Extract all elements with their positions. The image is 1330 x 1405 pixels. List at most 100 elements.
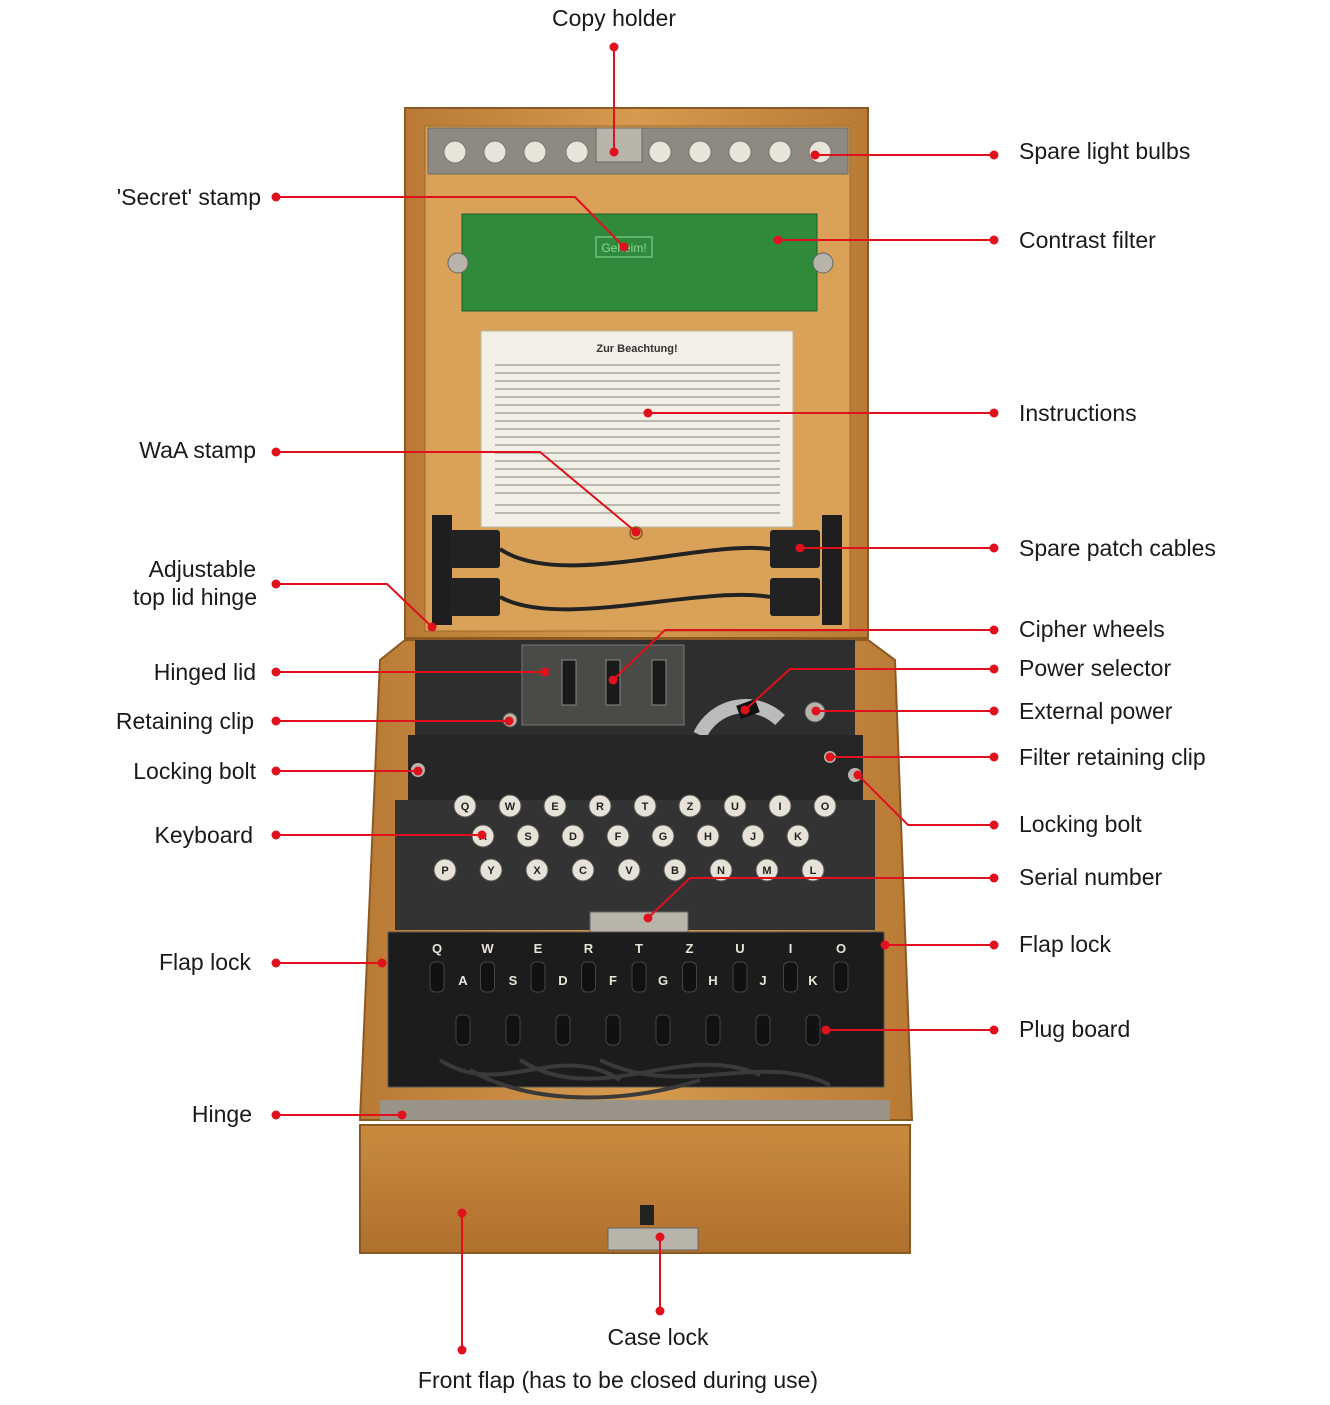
plug-top-o <box>833 961 849 993</box>
plug-label-z: Z <box>686 941 694 956</box>
key-b <box>663 858 687 882</box>
plug-mid-g <box>655 1014 671 1046</box>
instructions-text-lines <box>495 364 780 514</box>
label-locking-bolt-left: Locking bolt <box>133 758 256 784</box>
key-l <box>801 858 825 882</box>
plug-top-e <box>530 961 546 993</box>
key-x <box>525 858 549 882</box>
plug-mid-h <box>705 1014 721 1046</box>
key-label-o: O <box>821 801 830 813</box>
leader-cipher-wheels <box>612 629 994 681</box>
plug-top-w <box>480 961 495 993</box>
label-adjustable-hinge-line2: top lid hinge <box>132 584 257 610</box>
key-u <box>723 794 747 818</box>
key-label-j: J <box>750 831 756 843</box>
label-secret-stamp: 'Secret' stamp <box>116 184 261 210</box>
label-flap-lock-right: Flap lock <box>1019 931 1112 957</box>
key-label-m: M <box>762 865 771 877</box>
plug-board-cables <box>438 1058 831 1100</box>
key-s <box>516 824 540 848</box>
plug-board <box>387 931 885 1088</box>
power-selector-dial <box>693 699 785 739</box>
label-keyboard: Keyboard <box>154 822 253 848</box>
instructions-heading: Zur Beachtung! <box>596 343 677 355</box>
cipher-wheels <box>561 659 667 706</box>
secret-stamp <box>595 236 653 258</box>
plug-label-i: I <box>789 941 793 956</box>
label-retaining-clip: Retaining clip <box>115 708 254 734</box>
label-hinged-lid: Hinged lid <box>153 659 256 685</box>
case-lock-slot <box>640 1205 654 1225</box>
key-label-v: V <box>625 865 633 877</box>
key-label-s: S <box>524 831 531 843</box>
plug-label-s: S <box>509 973 518 988</box>
spare-patch-cables <box>432 515 842 625</box>
key-i <box>768 794 792 818</box>
plug-top-z <box>682 961 697 993</box>
plug-label-d: D <box>558 973 567 988</box>
plug-top-r <box>581 961 596 993</box>
key-label-f: F <box>615 831 622 843</box>
plug-mid-k <box>805 1014 821 1046</box>
label-spare-light-bulbs: Spare light bulbs <box>1019 138 1191 164</box>
label-waa-stamp: WaA stamp <box>139 437 256 463</box>
plug-label-k: K <box>808 973 818 988</box>
plug-top-q <box>429 961 445 993</box>
hinge-strip <box>380 1100 890 1120</box>
case-body: QWERTZUIOASDFGHJKPYXCVBNML QWERTZUIOASDF… <box>358 639 914 1121</box>
label-serial-number: Serial number <box>1019 864 1163 890</box>
plug-label-q: Q <box>432 941 442 956</box>
plug-label-w: W <box>481 941 494 956</box>
label-copy-holder: Copy holder <box>551 5 677 31</box>
label-flap-lock-left: Flap lock <box>158 949 251 975</box>
label-power-selector: Power selector <box>1019 655 1172 681</box>
key-e <box>543 794 567 818</box>
plug-top-t <box>631 961 647 993</box>
key-p <box>433 858 457 882</box>
plug-mid-j <box>755 1014 771 1046</box>
label-plug-board: Plug board <box>1019 1016 1131 1042</box>
plug-label-j: J <box>759 973 766 988</box>
plug-label-g: G <box>658 973 668 988</box>
key-label-y: Y <box>487 865 495 877</box>
plug-mid-s <box>505 1014 521 1046</box>
label-external-power: External power <box>1019 698 1173 724</box>
label-locking-bolt-right: Locking bolt <box>1019 811 1142 837</box>
leader-waa-stamp <box>276 451 637 533</box>
key-label-p: P <box>441 865 448 877</box>
key-t <box>633 794 657 818</box>
key-label-x: X <box>533 865 541 877</box>
waa-stamp <box>629 526 643 540</box>
key-c <box>571 858 595 882</box>
leader-locking-bolt-right <box>857 774 994 826</box>
lamp-board <box>408 735 863 805</box>
key-label-g: G <box>659 831 668 843</box>
key-label-k: K <box>794 831 802 843</box>
key-v <box>617 858 641 882</box>
key-r <box>588 794 612 818</box>
key-label-c: C <box>579 865 587 877</box>
key-label-n: N <box>717 865 725 877</box>
label-filter-retaining-clip: Filter retaining clip <box>1019 744 1206 770</box>
label-case-lock: Case lock <box>607 1324 709 1350</box>
key-label-q: Q <box>461 801 470 813</box>
leader-dots <box>271 42 999 1355</box>
key-d <box>561 824 585 848</box>
plug-label-f: F <box>609 973 617 988</box>
leader-secret-stamp <box>276 196 625 248</box>
plug-label-a: A <box>458 973 468 988</box>
label-contrast-filter: Contrast filter <box>1019 227 1156 253</box>
leader-adjustable-hinge <box>276 583 433 628</box>
key-label-b: B <box>671 865 679 877</box>
key-w <box>498 794 522 818</box>
leader-power-selector <box>744 668 994 711</box>
plug-top-i <box>783 961 798 993</box>
key-label-r: R <box>596 801 604 813</box>
key-z <box>678 794 702 818</box>
label-cipher-wheels: Cipher wheels <box>1019 616 1165 642</box>
key-label-d: D <box>569 831 577 843</box>
key-k <box>786 824 810 848</box>
